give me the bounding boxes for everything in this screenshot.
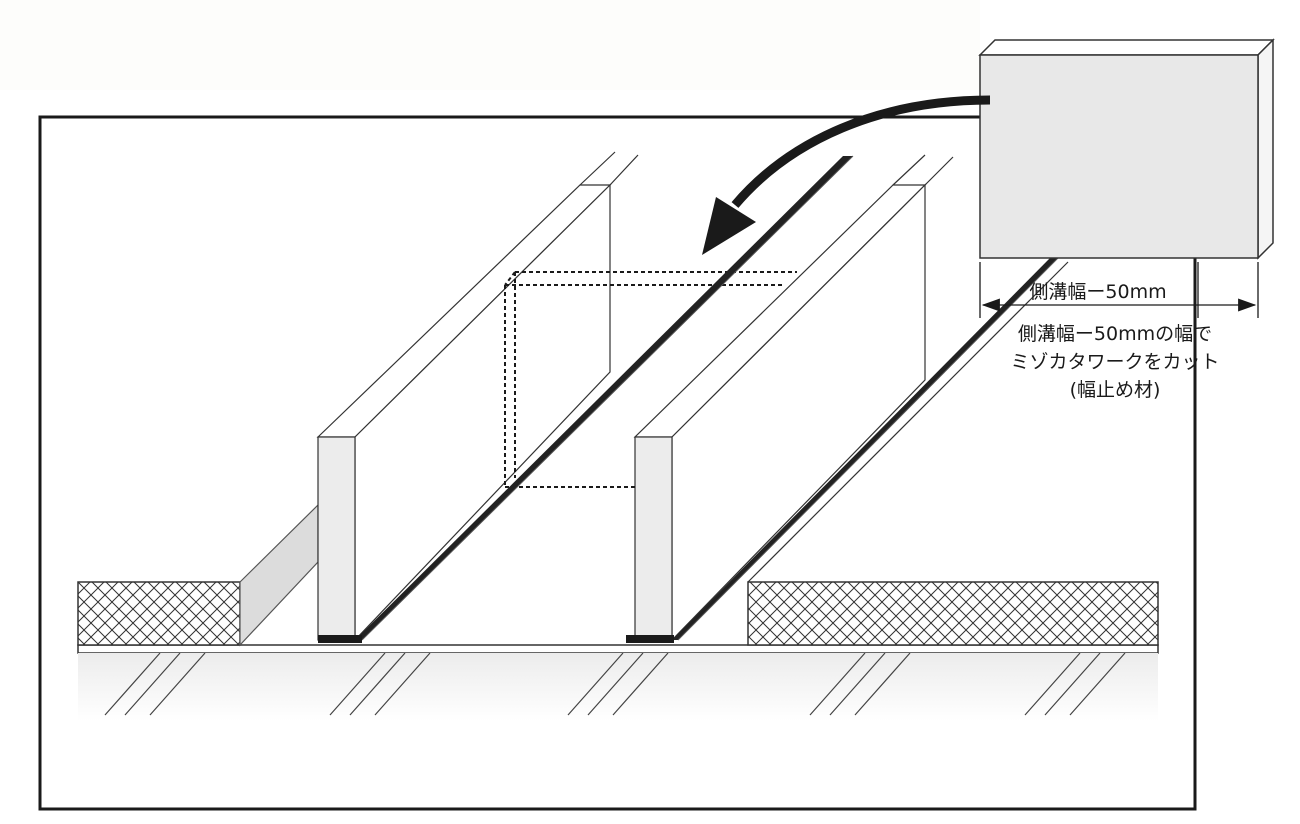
note-line-3: (幅止め材) (1070, 379, 1161, 401)
diagram-frame (38, 115, 1197, 811)
pavement-right (747, 581, 1159, 646)
left-form-panel (316, 151, 639, 642)
right-form-panel (633, 154, 954, 642)
material-stock-box (978, 38, 1275, 260)
left-ramp (239, 503, 319, 647)
detail-dashed-box (504, 271, 797, 488)
groove-strip-center (318, 155, 854, 643)
note-line-1: 側溝幅ー50mmの幅で (1018, 323, 1212, 345)
dimension-lines (979, 262, 1259, 318)
groove-strip-right (626, 257, 1069, 643)
dimension-label: 側溝幅ー50mm (1029, 281, 1166, 303)
note-line-2: ミゾカタワークをカット (1010, 351, 1219, 373)
pavement-left (77, 581, 241, 646)
header-strip (0, 0, 980, 90)
transfer-arrow (702, 95, 991, 255)
ground-band (77, 644, 1159, 721)
